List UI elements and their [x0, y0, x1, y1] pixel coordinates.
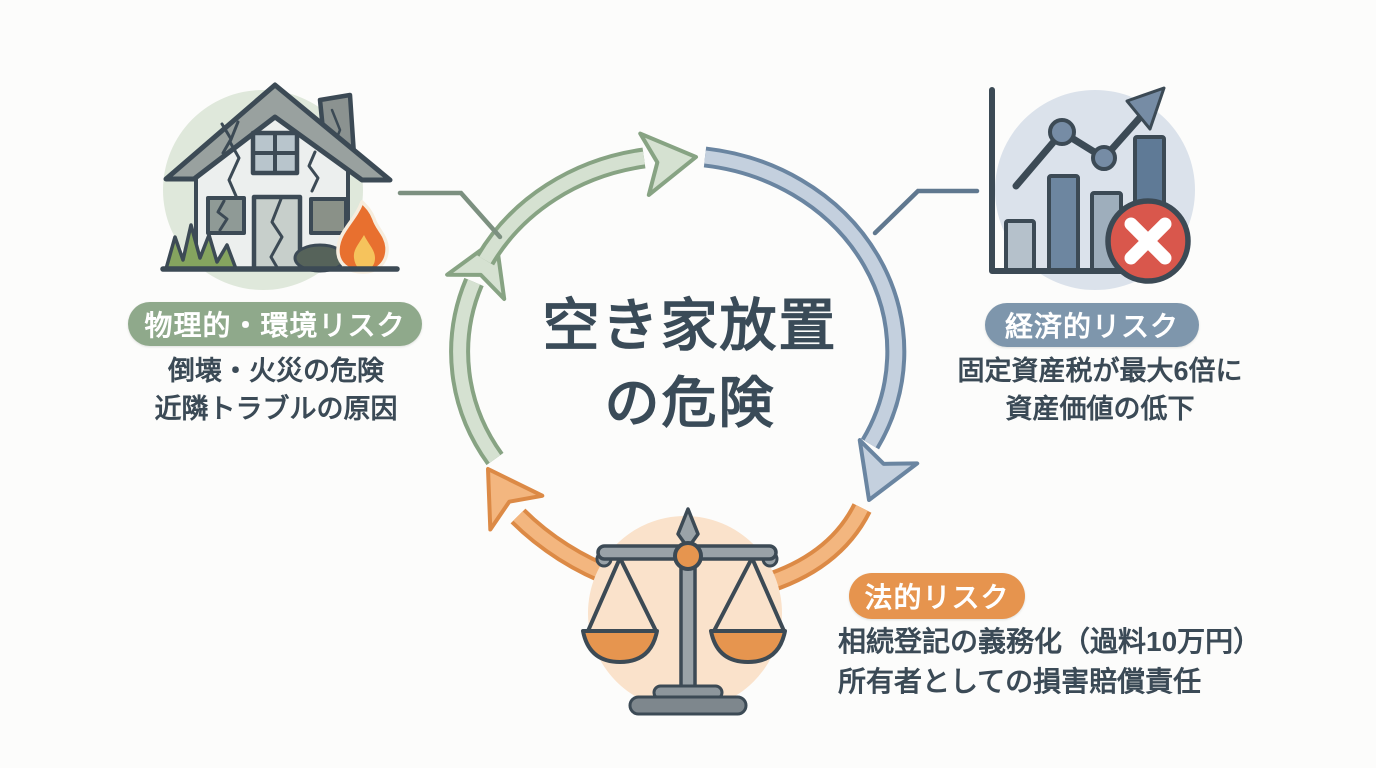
- left-window: [206, 196, 246, 235]
- trend-line: [1012, 86, 1166, 190]
- physical-risk-line-1: 倒壊・火災の危険: [168, 356, 384, 386]
- roof: [163, 82, 393, 183]
- green-arc-segment-upper: [475, 147, 646, 266]
- scale-pan-right: [709, 629, 787, 664]
- chart-axes: [989, 87, 1170, 274]
- legal-risk-badge-label: 法的リスク: [864, 582, 1010, 613]
- main-title-line-2: の危険: [604, 372, 776, 434]
- main-title: 空き家放置 の危険: [450, 289, 930, 443]
- bar-chart-icon: [989, 86, 1195, 290]
- economic-risk-line-1: 固定資産税が最大6倍に: [957, 356, 1243, 386]
- gable-window: [250, 130, 300, 176]
- orange-arrowhead: [486, 467, 545, 532]
- right-window: [309, 197, 348, 235]
- door: [251, 194, 303, 272]
- flame-icon: [336, 200, 389, 274]
- blue-arrowhead: [857, 438, 920, 502]
- bar-2: [1047, 174, 1080, 273]
- green-arc-segment-lower: [449, 277, 504, 466]
- economic-risk-line-2: 資産価値の低下: [1005, 394, 1195, 424]
- bar-1: [1004, 219, 1036, 273]
- main-title-line-1: 空き家放置: [542, 294, 838, 358]
- green-arrowhead-top: [638, 131, 698, 197]
- chart-connector-line: [872, 188, 980, 236]
- scale-hangers: [586, 556, 786, 633]
- data-point-2: [1091, 145, 1117, 171]
- justice-scale-icon: [581, 507, 787, 716]
- economic-risk-badge-label: 経済的リスク: [1004, 311, 1179, 342]
- scale-hub: [673, 541, 703, 571]
- legal-risk-description: 相続登記の義務化（過料10万円） 所有者としての損害賠償責任: [838, 622, 1278, 702]
- scale-base: [628, 684, 748, 716]
- trend-arrowhead: [1125, 86, 1166, 131]
- scale-pan-left: [581, 629, 659, 664]
- damaged-house-icon: [160, 82, 400, 290]
- physical-risk-line-2: 近隣トラブルの原因: [154, 394, 398, 424]
- economic-risk-description: 固定資産税が最大6倍に 資産価値の低下: [938, 352, 1262, 428]
- house-connector-line: [397, 190, 503, 240]
- physical-risk-badge-label: 物理的・環境リスク: [144, 310, 406, 341]
- economic-risk-badge: 経済的リスク: [985, 303, 1199, 347]
- blue-arc: [703, 146, 907, 450]
- grass-icon: [164, 223, 238, 271]
- red-x-icon: [1105, 198, 1191, 284]
- legal-risk-line-1: 相続登記の義務化（過料10万円）: [838, 626, 1262, 657]
- physical-risk-badge: 物理的・環境リスク: [128, 302, 422, 346]
- physical-risk-description: 倒壊・火災の危険 近隣トラブルの原因: [113, 352, 439, 428]
- legal-risk-badge: 法的リスク: [849, 573, 1025, 619]
- data-point-1: [1048, 118, 1076, 146]
- legal-risk-line-2: 所有者としての損害賠償責任: [838, 666, 1202, 697]
